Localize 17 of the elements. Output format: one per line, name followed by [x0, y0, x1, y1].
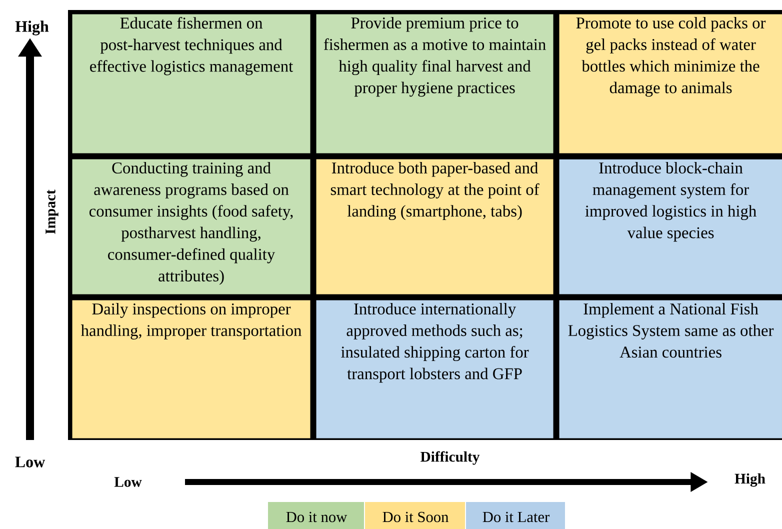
quadrant-cell: Daily inspections on improper handling, improper transportation [72, 300, 310, 438]
quadrant-cell: Promote to use cold packs or gel packs instead of water bottles which minimize the damage to animals [559, 14, 782, 154]
quadrant-cell: Educate fishermen on post-harvest techniques and effective logistics management [72, 14, 310, 154]
quadrant-cell: Provide premium price to fishermen as a motive to maintain high quality final harvest and proper hygiene practices [316, 14, 554, 154]
legend-item: Do it now [268, 502, 364, 529]
axis-title: Impact [46, 190, 58, 234]
axis-label: High [734, 473, 766, 487]
legend-item: Do it Later [466, 502, 565, 529]
legend-item: Do it Soon [365, 502, 465, 529]
axis-label: Low [15, 456, 46, 468]
quadrant-cell: Implement a National Fish Logistics System same as other Asian countries [559, 300, 782, 438]
axis-label: High [15, 20, 49, 36]
quadrant-cell: Introduce both paper-based and smart technology at the point of landing (smartphone, tabs) [316, 159, 554, 294]
quadrant-cell: Introduce internationally approved methods such as; insulated shipping carton for transport lobsters and GFP [316, 300, 554, 438]
quadrant-cell: Conducting training and awareness programs based on consumer insights (food safety, postharvest handling, consumer-defined quality attributes) [72, 159, 310, 294]
quadrant-cell: Introduce block-chain management system for improved logistics in high value species [559, 159, 782, 294]
axis-label: Low [114, 477, 142, 487]
